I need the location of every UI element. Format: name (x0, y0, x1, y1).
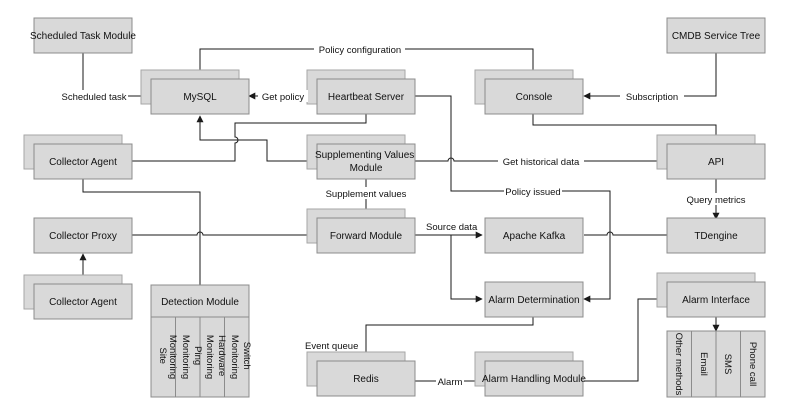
scheduled-task-module-label: Scheduled Task Module (30, 31, 136, 42)
method-phone-call[interactable] (740, 330, 766, 398)
method-email[interactable] (691, 330, 717, 398)
other-methods-label: Other methods (673, 333, 684, 396)
api-label: API (708, 157, 724, 168)
alarm-handling-module-label: Alarm Handling Module (482, 374, 586, 385)
label-subscription: Subscription (626, 92, 678, 103)
alarm-interface-label: Alarm Interface (682, 295, 750, 306)
label-get-policy: Get policy (262, 92, 304, 103)
label-supplement-values: Supplement values (326, 189, 407, 200)
console-label: Console (516, 92, 553, 103)
submodule-switch-monitoring[interactable] (224, 316, 250, 398)
node-apache-kafka[interactable]: Apache Kafka (484, 217, 584, 254)
edge-kafka-tdengine (584, 231, 667, 236)
edge-subscription (583, 53, 717, 100)
site-monitoring-label: Site Monitoring (157, 335, 178, 379)
label-policy-issued: Policy issued (505, 187, 560, 198)
nodes: Scheduled Task Module CMDB Service Tree … (23, 17, 766, 398)
label-get-historical-data: Get historical data (503, 157, 580, 168)
node-forward-module[interactable]: Forward Module (306, 208, 416, 254)
label-event-queue: Event queue (305, 341, 358, 352)
edge-collector-agent-detection (82, 178, 201, 285)
node-collector-proxy[interactable]: Collector Proxy (33, 217, 133, 254)
alarm-methods: Other methods Email SMS Phone call (666, 330, 766, 398)
alarm-determination-label: Alarm Determination (488, 295, 579, 306)
supplementing-values-module-label: Supplementing Values Module (315, 150, 417, 174)
detection-submodules: Site Monitoring Ping Monitoring Hardware… (150, 316, 252, 398)
label-scheduled-task: Scheduled task (62, 92, 127, 103)
collector-agent-1-label: Collector Agent (49, 157, 117, 168)
ping-monitoring-label: Ping Monitoring (180, 335, 203, 379)
edge-labels: Policy configuration Scheduled task Get … (60, 43, 747, 388)
label-alarm: Alarm (438, 377, 463, 388)
edge-heartbeat-collector-agent (132, 113, 367, 162)
mysql-label: MySQL (183, 92, 217, 103)
edge-proxy-forward (132, 231, 315, 239)
label-policy-configuration: Policy configuration (319, 45, 401, 56)
edge-handling-interface (584, 295, 666, 382)
node-alarm-determination[interactable]: Alarm Determination (484, 281, 584, 318)
edge-mysql-supplementing (196, 115, 317, 162)
node-api[interactable]: API (656, 134, 766, 180)
detection-module-label: Detection Module (161, 297, 239, 308)
node-mysql[interactable]: MySQL (140, 69, 250, 115)
edge-forward-alarm-determination (450, 235, 483, 303)
collector-agent-2-label: Collector Agent (49, 297, 117, 308)
phone-call-label: Phone call (747, 342, 758, 386)
node-collector-agent-1[interactable]: Collector Agent (23, 134, 133, 180)
node-redis[interactable]: Redis (306, 351, 416, 397)
heartbeat-server-label: Heartbeat Server (328, 92, 405, 103)
node-alarm-interface[interactable]: Alarm Interface (656, 272, 766, 318)
edge-alarm-determination-redis (362, 316, 534, 360)
node-cmdb-service-tree[interactable]: CMDB Service Tree (666, 17, 766, 54)
forward-module-label: Forward Module (330, 231, 403, 242)
node-alarm-handling-module[interactable]: Alarm Handling Module (474, 351, 586, 397)
collector-proxy-label: Collector Proxy (49, 231, 117, 242)
node-heartbeat-server[interactable]: Heartbeat Server (306, 69, 416, 115)
sms-label: SMS (722, 354, 733, 375)
hardware-monitoring-label: Hardware Monitoring (204, 335, 227, 379)
apache-kafka-label: Apache Kafka (503, 231, 566, 242)
method-other[interactable] (666, 330, 692, 398)
switch-monitoring-label: Switch Monitoring (229, 335, 252, 379)
tdengine-label: TDengine (694, 231, 738, 242)
label-query-metrics: Query metrics (686, 195, 745, 206)
email-label: Email (698, 352, 709, 376)
cmdb-service-tree-label: CMDB Service Tree (672, 31, 761, 42)
submodule-ping-monitoring[interactable] (175, 316, 201, 398)
node-supplementing-values-module[interactable]: Supplementing Values Module (306, 134, 417, 180)
submodule-site-monitoring[interactable] (150, 316, 176, 398)
node-tdengine[interactable]: TDengine (666, 217, 766, 254)
node-collector-agent-2[interactable]: Collector Agent (23, 274, 133, 320)
redis-label: Redis (353, 374, 379, 385)
node-console[interactable]: Console (474, 69, 584, 115)
node-scheduled-task-module[interactable]: Scheduled Task Module (30, 17, 136, 54)
label-source-data: Source data (426, 222, 478, 233)
node-detection-module[interactable]: Detection Module (150, 284, 250, 318)
